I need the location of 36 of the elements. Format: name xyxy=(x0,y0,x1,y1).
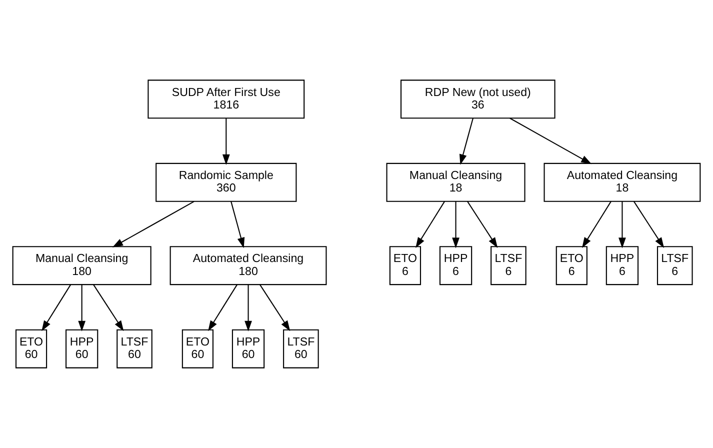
node-box: LTSF 6 xyxy=(656,246,693,286)
node-box: LTSF 60 xyxy=(283,329,319,368)
arrow xyxy=(93,284,124,332)
arrow xyxy=(260,284,290,332)
arrow xyxy=(467,201,498,248)
arrow xyxy=(230,201,245,248)
node-box: HPP 60 xyxy=(232,329,265,368)
node-box: Manual Cleansing 18 xyxy=(386,162,526,202)
arrow xyxy=(244,284,252,332)
node-box: HPP 6 xyxy=(606,246,639,286)
node-box: Randomic Sample 360 xyxy=(156,162,297,202)
arrow xyxy=(459,118,474,165)
arrow xyxy=(510,118,592,164)
arrow xyxy=(618,201,626,248)
node-box: Automated Cleansing 180 xyxy=(170,246,327,286)
node-box: RDP New (not used) 36 xyxy=(400,80,556,119)
arrow xyxy=(633,201,664,248)
arrow xyxy=(78,284,86,332)
arrow xyxy=(112,200,194,248)
node-box: Manual Cleansing 180 xyxy=(12,246,152,286)
node-box: ETO 60 xyxy=(182,329,214,368)
arrow xyxy=(222,118,230,165)
arrow xyxy=(582,201,612,248)
arrow xyxy=(452,201,460,248)
arrow xyxy=(208,284,238,332)
node-box: LTSF 60 xyxy=(116,329,152,368)
node-box: ETO 60 xyxy=(15,329,48,368)
node-box: SUDP After First Use 1816 xyxy=(148,80,305,119)
node-box: Automated Cleansing 18 xyxy=(544,162,701,202)
node-box: HPP 6 xyxy=(439,246,472,286)
arrow xyxy=(416,201,446,248)
node-box: ETO 6 xyxy=(556,246,588,286)
node-box: ETO 6 xyxy=(389,246,422,286)
arrow xyxy=(42,284,72,332)
node-box: HPP 60 xyxy=(66,329,98,368)
node-box: LTSF 6 xyxy=(490,246,526,286)
